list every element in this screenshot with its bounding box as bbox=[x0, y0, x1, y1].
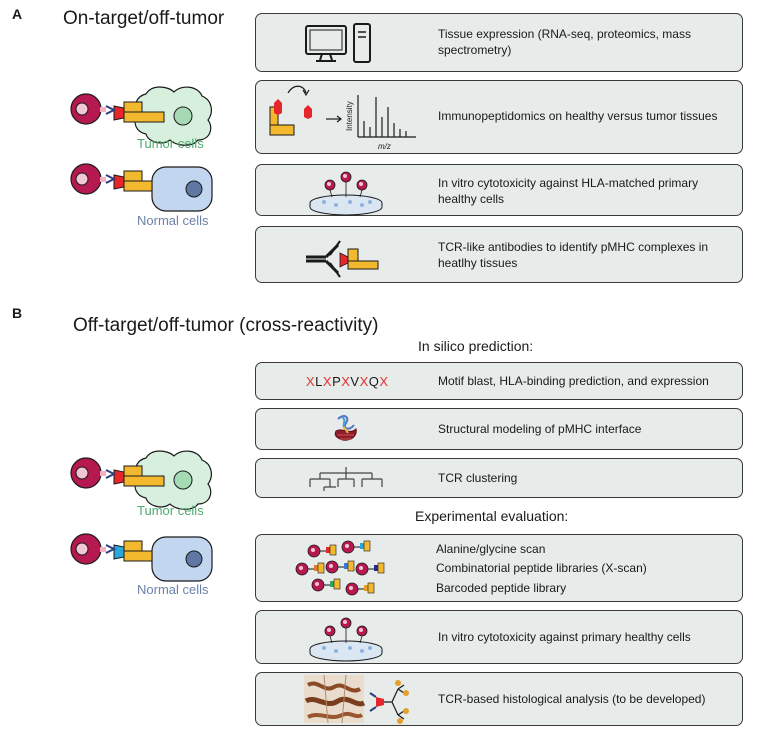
normal-cell-interaction-icon bbox=[70, 533, 213, 582]
intensity-axis-label: Intensity bbox=[345, 101, 354, 131]
scan-line: Combinatorial peptide libraries (X-scan) bbox=[436, 561, 647, 575]
in-silico-heading: In silico prediction: bbox=[418, 338, 534, 354]
box-text: In vitro cytotoxicity against HLA-matche… bbox=[438, 176, 699, 206]
tumor-cell-interaction-icon bbox=[70, 86, 212, 146]
box-text: TCR-like antibodies to identify pMHC com… bbox=[438, 240, 709, 270]
motif-residue: V bbox=[350, 374, 360, 389]
motif-residue: P bbox=[332, 374, 342, 389]
histology-box: TCR-based histological analysis (to be d… bbox=[255, 672, 743, 726]
peptide-scan-box: Alanine/glycine scan Combinatorial pepti… bbox=[255, 534, 743, 602]
computer-icon bbox=[305, 23, 371, 63]
motif-residue: X bbox=[341, 374, 351, 389]
motif-residue: X bbox=[379, 374, 389, 389]
petri-dish-icon bbox=[309, 617, 383, 662]
box-text: Motif blast, HLA-binding prediction, and… bbox=[438, 374, 709, 388]
panel-b-letter: B bbox=[12, 305, 23, 321]
peptide-motif: XLXPXVXQX bbox=[306, 373, 389, 391]
protein-structure-icon bbox=[334, 415, 357, 441]
box-text: Structural modeling of pMHC interface bbox=[438, 422, 642, 436]
panel-a-title: On-target/off-tumor bbox=[63, 8, 225, 29]
tcr-like-antibodies-box: TCR-like antibodies to identify pMHC com… bbox=[255, 226, 743, 283]
structural-modeling-box: Structural modeling of pMHC interface bbox=[255, 408, 743, 450]
box-text: In vitro cytotoxicity against primary he… bbox=[438, 630, 691, 644]
tumor-cell-interaction-icon bbox=[70, 450, 212, 510]
normal-cell-interaction-icon bbox=[70, 163, 213, 212]
normal-cells-label: Normal cells bbox=[137, 213, 209, 228]
in-vitro-hla-box: In vitro cytotoxicity against HLA-matche… bbox=[255, 164, 743, 216]
experimental-heading: Experimental evaluation: bbox=[415, 508, 569, 524]
motif-residue: X bbox=[306, 374, 316, 389]
in-vitro-primary-box: In vitro cytotoxicity against primary he… bbox=[255, 610, 743, 664]
library-tcell bbox=[307, 544, 337, 558]
motif-residue: X bbox=[322, 374, 333, 389]
tumor-cells-label: Tumor cells bbox=[137, 503, 204, 518]
tissue-expression-box: Tissue expression (RNA-seq, proteomics, … bbox=[255, 13, 743, 72]
box-text: TCR-based histological analysis (to be d… bbox=[438, 692, 706, 706]
box-text: Tissue expression (RNA-seq, proteomics, … bbox=[438, 27, 691, 57]
motif-blast-box: XLXPXVXQX Motif blast, HLA-binding predi… bbox=[255, 362, 743, 400]
motif-residue: X bbox=[359, 374, 369, 389]
box-text: TCR clustering bbox=[438, 471, 518, 485]
normal-cells-label: Normal cells bbox=[137, 582, 209, 597]
motif-residue: L bbox=[315, 374, 323, 389]
box-text: Immunopeptidomics on healthy versus tumo… bbox=[438, 109, 718, 123]
panel-b-title: Off-target/off-tumor (cross-reactivity) bbox=[73, 315, 379, 336]
antibody-pmhc-icon bbox=[306, 240, 379, 278]
mz-axis-label: m/z bbox=[378, 142, 391, 151]
mass-spectrum-icon: Intensity m/z bbox=[269, 85, 416, 151]
histology-image-icon bbox=[304, 674, 409, 724]
scan-line: Barcoded peptide library bbox=[436, 581, 567, 595]
panel-a-letter: A bbox=[12, 6, 23, 22]
tumor-cells-label: Tumor cells bbox=[137, 136, 204, 151]
scan-line: Alanine/glycine scan bbox=[436, 542, 546, 556]
tcell-library-icon bbox=[295, 540, 385, 596]
immunopeptidomics-box: Intensity m/z Immunopeptidomics on healt… bbox=[255, 80, 743, 154]
dendrogram-icon bbox=[309, 467, 383, 491]
motif-residue: Q bbox=[368, 374, 380, 389]
tcr-clustering-box: TCR clustering bbox=[255, 458, 743, 498]
petri-dish-icon bbox=[309, 171, 383, 216]
